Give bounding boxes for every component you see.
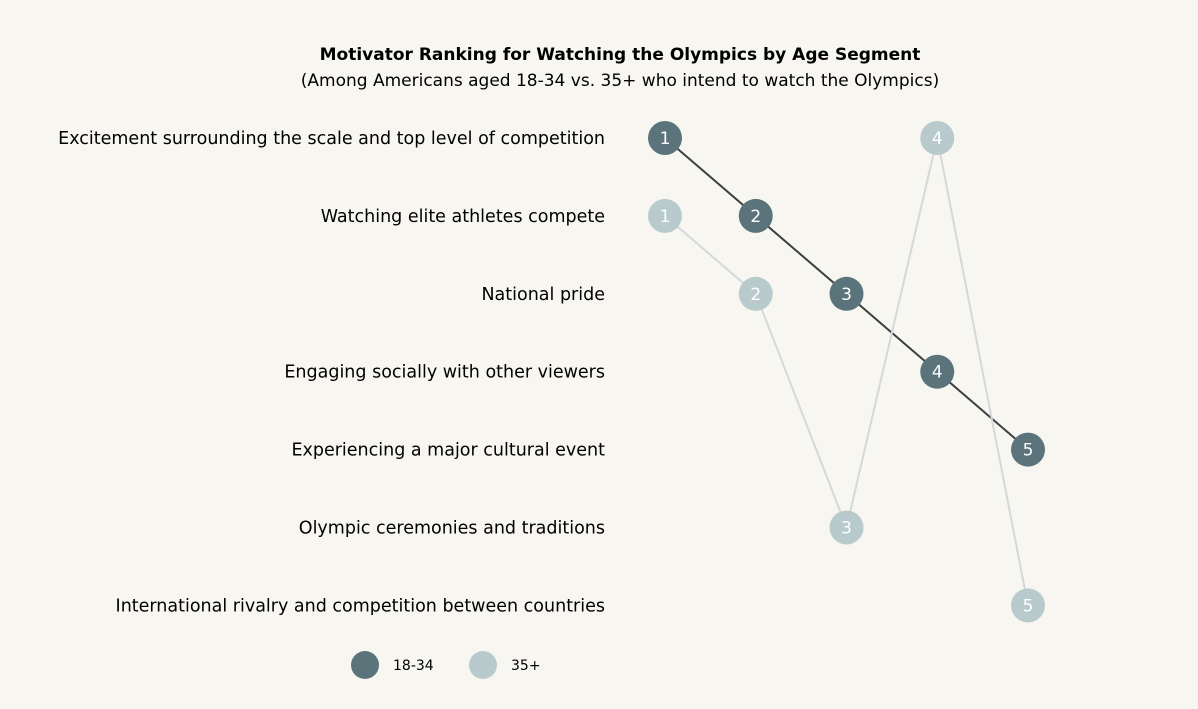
- chart-title: Motivator Ranking for Watching the Olymp…: [320, 45, 921, 65]
- data-point: 4: [920, 121, 955, 155]
- legend-label: 18-34: [393, 658, 434, 674]
- category-label: Experiencing a major cultural event: [291, 441, 605, 461]
- category-label: Excitement surrounding the scale and top…: [58, 129, 605, 149]
- series-line-segment: [754, 293, 848, 528]
- rank-label: 1: [660, 129, 671, 149]
- point-marker: [648, 121, 682, 155]
- series-line-segment: [936, 370, 1029, 451]
- rank-label: 3: [841, 519, 852, 539]
- rank-label: 3: [841, 285, 852, 305]
- data-point: 3: [829, 276, 864, 311]
- series-line-segment: [845, 137, 939, 528]
- legend-marker: [351, 651, 379, 679]
- legend-marker: [469, 651, 497, 679]
- data-point: 4: [920, 354, 955, 389]
- legend-label: 35+: [511, 658, 541, 674]
- category-label: National pride: [481, 285, 605, 305]
- rank-label: 5: [1023, 596, 1034, 616]
- category-label: International rivalry and competition be…: [116, 596, 605, 616]
- series-line-segment: [755, 215, 848, 295]
- rank-label: 2: [750, 207, 761, 227]
- series-line-segment: [664, 215, 757, 295]
- point-marker: [1011, 588, 1045, 623]
- series-line-segment: [936, 137, 1029, 606]
- category-label: Watching elite athletes compete: [321, 207, 605, 227]
- data-point: 1: [648, 198, 682, 233]
- rank-label: 1: [660, 207, 671, 227]
- data-point: 2: [738, 276, 773, 311]
- data-point: 5: [1011, 588, 1045, 623]
- point-marker: [920, 354, 955, 389]
- rank-label: 4: [932, 363, 943, 383]
- point-marker: [829, 276, 864, 311]
- category-label: Olympic ceremonies and traditions: [299, 519, 605, 539]
- category-label: Engaging socially with other viewers: [284, 363, 605, 383]
- rank-label: 5: [1023, 441, 1034, 461]
- rank-label: 4: [932, 129, 943, 149]
- data-point: 2: [738, 198, 773, 233]
- chart-subtitle: (Among Americans aged 18-34 vs. 35+ who …: [301, 71, 939, 91]
- point-marker: [920, 121, 955, 155]
- point-marker: [648, 198, 682, 233]
- point-marker: [738, 276, 773, 311]
- series-line-segment: [664, 137, 757, 217]
- point-marker: [738, 198, 773, 233]
- point-marker: [1011, 432, 1045, 467]
- point-marker: [829, 510, 864, 545]
- rank-label: 2: [750, 285, 761, 305]
- data-point: 1: [648, 121, 682, 155]
- data-point: 3: [829, 510, 864, 545]
- data-point: 5: [1011, 432, 1045, 467]
